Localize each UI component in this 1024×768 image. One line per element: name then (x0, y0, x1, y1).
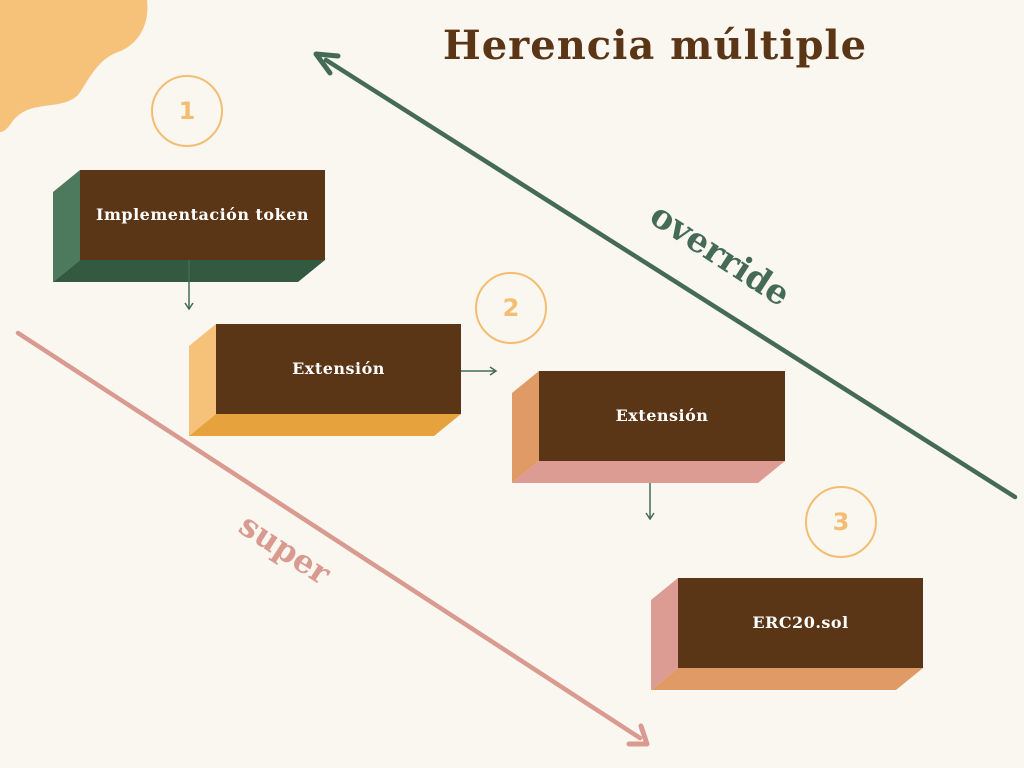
box-implementation-token (53, 170, 325, 282)
box-extension-2 (512, 371, 785, 483)
box-extension-1 (189, 324, 461, 436)
box-label-implementation-token: Implementación token (95, 205, 309, 225)
connector-arrow-2-3 (461, 366, 498, 376)
box-label-extension-2: Extensión (615, 406, 709, 426)
page-title: Herencia múltiple (442, 22, 868, 69)
step-number-2: 2 (475, 272, 547, 344)
override-arrow (313, 51, 1018, 500)
box-label-erc20: ERC20.sol (752, 613, 849, 633)
step-number-3: 3 (805, 486, 877, 558)
super-arrow (15, 330, 650, 747)
connector-arrow-3-4 (645, 483, 655, 521)
step-number-1: 1 (151, 75, 223, 147)
decorative-blob (0, 0, 148, 132)
box-erc20 (651, 578, 923, 690)
connector-arrow-1-2 (184, 260, 194, 311)
box-label-extension-1: Extensión (292, 359, 385, 379)
